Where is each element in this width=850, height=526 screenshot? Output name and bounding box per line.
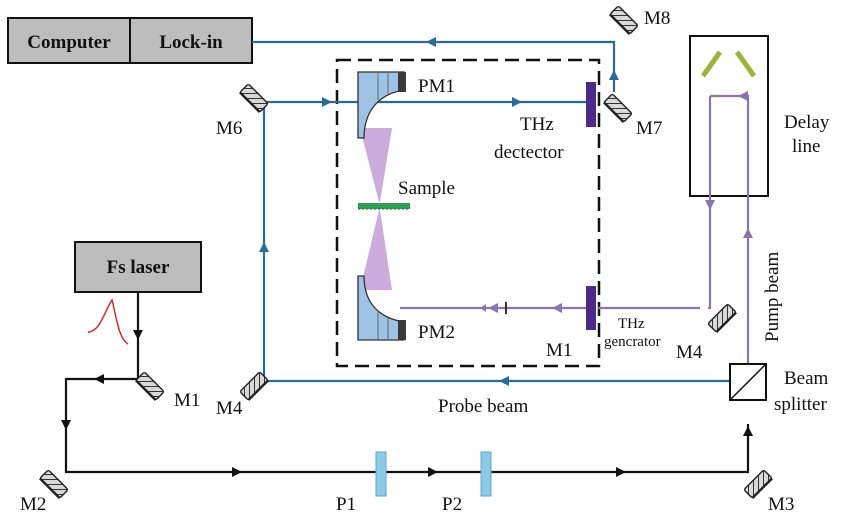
m7-label: M7 bbox=[636, 118, 662, 139]
m6-label: M6 bbox=[216, 118, 242, 139]
pm2-label: PM2 bbox=[418, 322, 455, 343]
probe-beam-arrows bbox=[259, 37, 619, 386]
computer-box: Computer bbox=[7, 17, 131, 64]
mirror-m4-left-icon bbox=[238, 370, 270, 402]
delay-line-retroreflector bbox=[700, 50, 757, 78]
thz-detector-label-line2: dectector bbox=[494, 142, 564, 163]
sample-plate bbox=[358, 203, 410, 210]
m3-label: M3 bbox=[768, 494, 794, 515]
mirror-m6-icon bbox=[238, 82, 270, 114]
p2-label: P2 bbox=[442, 494, 462, 515]
mirror-m7-icon bbox=[602, 92, 634, 124]
fs-laser-box: Fs laser bbox=[74, 241, 202, 293]
computer-label: Computer bbox=[27, 32, 111, 53]
pump-beam-arrows bbox=[480, 91, 753, 313]
pm1-parabolic-mirror bbox=[357, 71, 406, 139]
m4-left-label: M4 bbox=[216, 398, 243, 419]
polarizer-p1 bbox=[375, 451, 387, 497]
thz-detector-label-line1: THz bbox=[520, 114, 554, 135]
pump-beam-label: Pump beam bbox=[762, 252, 783, 342]
fs-laser-label: Fs laser bbox=[107, 257, 170, 278]
delay-line-label-line1: Delay bbox=[784, 112, 830, 133]
probe-beam-label: Probe beam bbox=[438, 396, 528, 417]
beam-splitter-cube bbox=[729, 363, 767, 401]
mirror-m8-icon bbox=[608, 4, 640, 36]
pm1-label: PM1 bbox=[418, 76, 455, 97]
probe-beam-path bbox=[252, 40, 730, 383]
p1-label: P1 bbox=[336, 494, 356, 515]
sample-label: Sample bbox=[398, 178, 455, 199]
pulse-shape-icon bbox=[87, 298, 129, 345]
thz-enclosure bbox=[335, 58, 601, 368]
beam-splitter-label-line2: splitter bbox=[774, 394, 827, 415]
thz-generator-crystal bbox=[586, 286, 596, 330]
beam-splitter-label-line1: Beam bbox=[784, 368, 829, 389]
delay-line-label-line2: line bbox=[792, 136, 821, 157]
mirror-m4-right-icon bbox=[706, 302, 738, 334]
thz-generator-label-line1: THz bbox=[618, 316, 645, 332]
delay-line-box bbox=[689, 35, 769, 197]
fundamental-beam-arrows bbox=[61, 330, 753, 477]
m1-bottom-label: M1 bbox=[546, 340, 572, 361]
m2-label: M2 bbox=[20, 494, 46, 515]
lockin-box: Lock-in bbox=[129, 17, 253, 64]
pm2-parabolic-mirror bbox=[357, 275, 406, 341]
m1-top-label: M1 bbox=[174, 390, 200, 411]
thz-detector-crystal bbox=[586, 82, 596, 127]
m8-label: M8 bbox=[644, 8, 670, 29]
thz-beam-lower bbox=[360, 210, 392, 290]
m4-right-label: M4 bbox=[676, 342, 703, 363]
thz-generator-label-line2: gencrator bbox=[604, 334, 661, 350]
mirror-m1-icon bbox=[134, 370, 166, 402]
polarizer-p2 bbox=[480, 451, 492, 497]
lockin-label: Lock-in bbox=[159, 32, 223, 53]
thz-beam-upper bbox=[360, 128, 392, 202]
